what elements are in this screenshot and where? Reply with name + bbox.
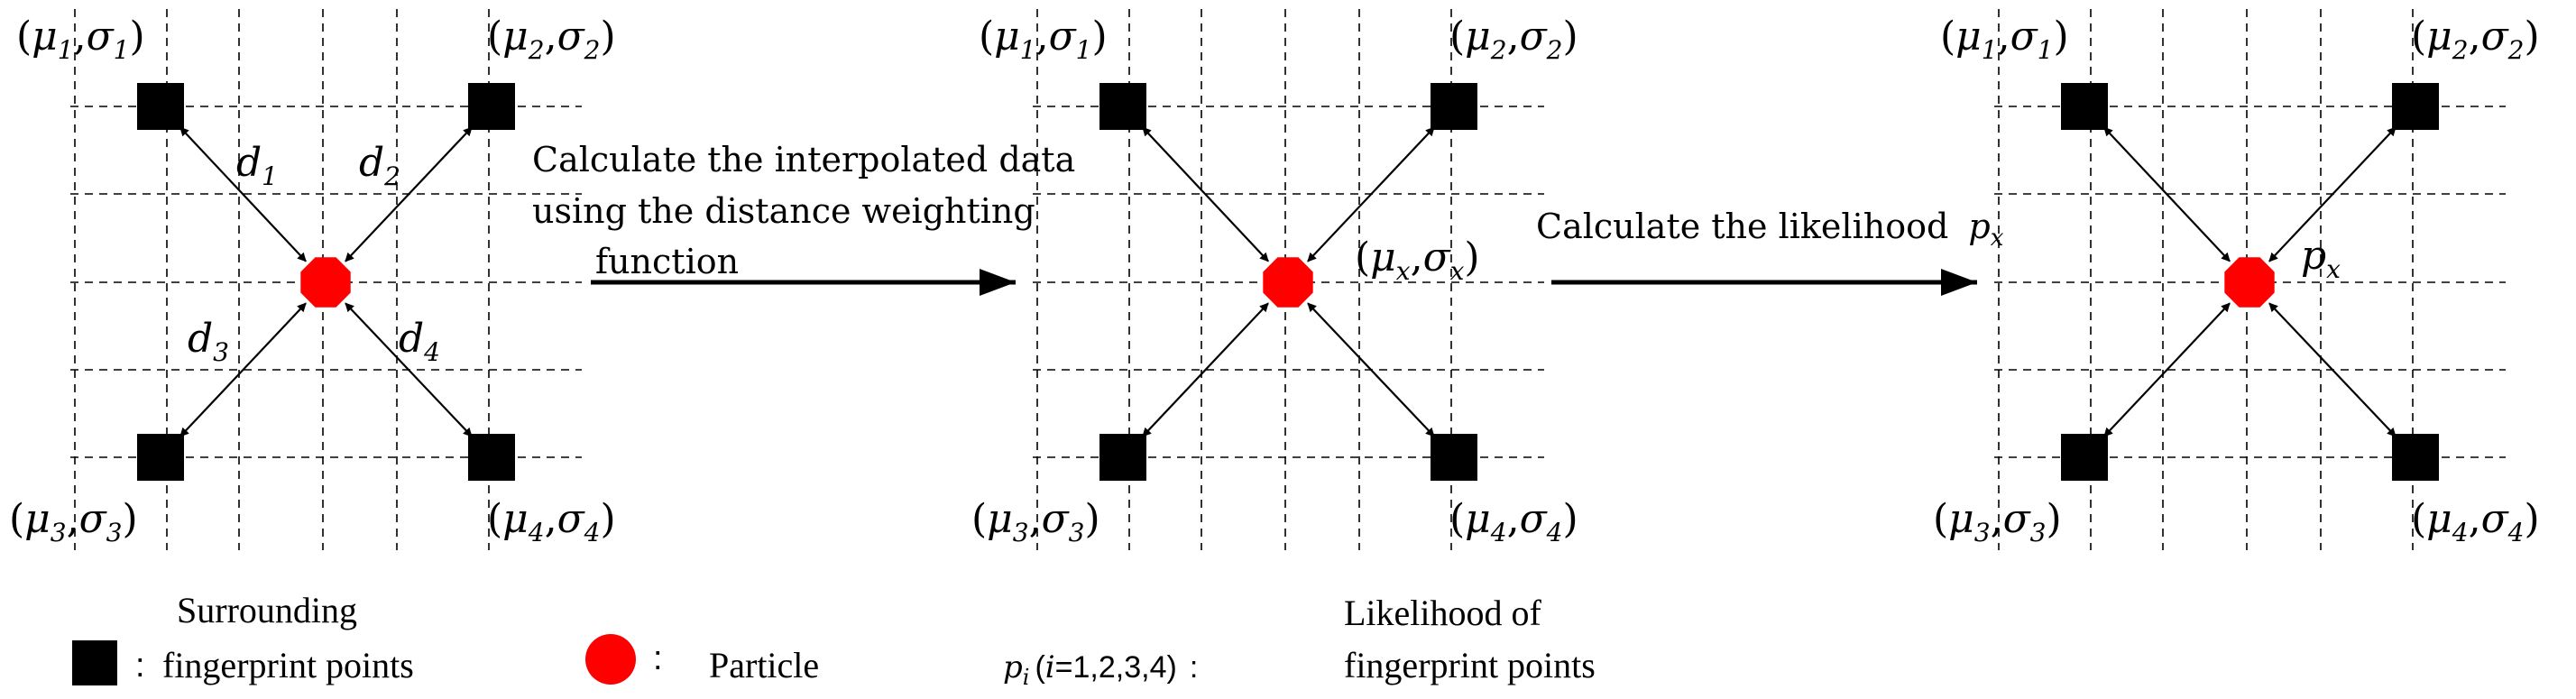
svg-text:Calculate the likelihood: Calculate the likelihood px: [1536, 207, 2004, 252]
distance-arrows: [1142, 126, 1435, 437]
corner-label-3: (μ3,σ3): [9, 496, 138, 547]
center-label: (μx,σx): [1355, 235, 1480, 286]
legend-particle-label: Particle: [709, 645, 819, 685]
legend-likelihood-colon: :: [1190, 650, 1198, 685]
flow-arrow-likelihood-label: Calculate the likelihood: [1536, 207, 1948, 246]
legend-likelihood-line-2: fingerprint points: [1344, 645, 1596, 685]
flow-arrow-likelihood: Calculate the likelihood px: [1536, 207, 2004, 296]
legend-fingerprint-line-2: fingerprint points: [162, 645, 414, 685]
grid-panel-1: (μ1,σ1) (μ2,σ2) (μ3,σ3) (μ4,σ4) d1 d2 d3 d4: [9, 9, 616, 550]
legend-likelihood-var: i: [1045, 649, 1055, 685]
legend-likelihood-p: p: [1003, 649, 1023, 685]
corner-label-2: (μ2,σ2): [1449, 14, 1578, 65]
legend-particle: : Particle: [585, 634, 819, 685]
distance-arrow-1: [179, 126, 307, 262]
distance-arrow-3: [179, 302, 307, 437]
legend-fingerprint-line-1: Surrounding: [177, 590, 357, 630]
svg-text:pi(i=1,2,3,4):: pi(i=1,2,3,4):: [1003, 649, 1198, 690]
flow-arrow-interpolate-line-1: Calculate the interpolated data: [532, 140, 1075, 179]
center-label: px: [2301, 233, 2341, 284]
distance-label-d2: d2: [359, 140, 400, 191]
distance-arrows: [2103, 126, 2397, 437]
corner-label-1: (μ1,σ1): [16, 14, 145, 65]
legend-likelihood-line-1: Likelihood of: [1344, 593, 1542, 633]
distance-arrow-2: [1307, 126, 1435, 262]
fingerprint-point-1: [2061, 83, 2108, 130]
flow-arrow-likelihood-p: p: [1968, 207, 1990, 246]
legend: : Surrounding fingerprint points : Parti…: [72, 590, 1596, 690]
fingerprint-point-1: [1099, 83, 1146, 130]
grid-panel-3: (μ1,σ1) (μ2,σ2) (μ3,σ3) (μ4,σ4) px: [1933, 9, 2540, 550]
fingerprint-point-3: [1099, 434, 1146, 481]
distance-arrow-4: [2268, 302, 2397, 437]
corner-label-4: (μ4,σ4): [487, 496, 616, 547]
distance-label-d1: d1: [236, 140, 278, 191]
distance-arrow-2: [345, 126, 473, 262]
fingerprint-point-3: [2061, 434, 2108, 481]
corner-label-4: (μ4,σ4): [1449, 496, 1578, 547]
distance-arrow-2: [2268, 126, 2397, 262]
grid-panel-2: (μ1,σ1) (μ2,σ2) (μ3,σ3) (μ4,σ4) (μx,σx): [971, 9, 1578, 550]
fingerprint-point-4: [2392, 434, 2439, 481]
corner-label-1: (μ1,σ1): [1940, 14, 2069, 65]
fingerprint-point-1: [137, 83, 184, 130]
corner-label-4: (μ4,σ4): [2411, 496, 2540, 547]
corner-label-3: (μ3,σ3): [1933, 496, 2062, 547]
legend-fingerprint-colon: :: [135, 647, 145, 685]
fingerprint-point-4: [468, 434, 515, 481]
flow-arrow-interpolate-line-3: function: [595, 242, 739, 281]
distance-label-d4: d4: [399, 316, 440, 367]
particle: [2224, 257, 2275, 308]
flow-arrow-interpolate: Calculate the interpolated data using th…: [532, 140, 1075, 296]
flow-arrow-interpolate-line-2: using the distance weighting: [532, 191, 1035, 231]
distance-arrow-4: [1307, 302, 1435, 437]
black-square-icon: [72, 640, 117, 685]
corner-label-2: (μ2,σ2): [2411, 14, 2540, 65]
distance-arrow-1: [1142, 126, 1269, 262]
distance-arrow-1: [2103, 126, 2231, 262]
fingerprint-point-4: [1431, 434, 1477, 481]
particle: [1263, 257, 1313, 308]
legend-fingerprint: : Surrounding fingerprint points: [72, 590, 414, 685]
legend-likelihood-sub: i: [1023, 665, 1030, 690]
corner-label-3: (μ3,σ3): [971, 496, 1100, 547]
fingerprint-point-2: [468, 83, 515, 130]
fingerprint-point-2: [1431, 83, 1477, 130]
fingerprint-point-2: [2392, 83, 2439, 130]
distance-arrow-4: [345, 302, 473, 437]
distance-label-d3: d3: [188, 316, 229, 367]
fingerprint-point-3: [137, 434, 184, 481]
red-circle-icon: [585, 634, 636, 685]
corner-label-1: (μ1,σ1): [979, 14, 1108, 65]
distance-arrows: [179, 126, 473, 437]
legend-likelihood-paren: (: [1035, 650, 1045, 685]
legend-likelihood: pi(i=1,2,3,4): Likelihood of fingerprint…: [1003, 593, 1596, 690]
legend-particle-colon: :: [653, 639, 663, 677]
flow-arrow-likelihood-sub: x: [1991, 225, 2004, 252]
corner-label-2: (μ2,σ2): [487, 14, 616, 65]
legend-likelihood-range: =1,2,3,4): [1055, 650, 1177, 685]
distance-arrow-3: [2103, 302, 2231, 437]
distance-arrow-3: [1142, 302, 1269, 437]
particle: [300, 257, 351, 308]
